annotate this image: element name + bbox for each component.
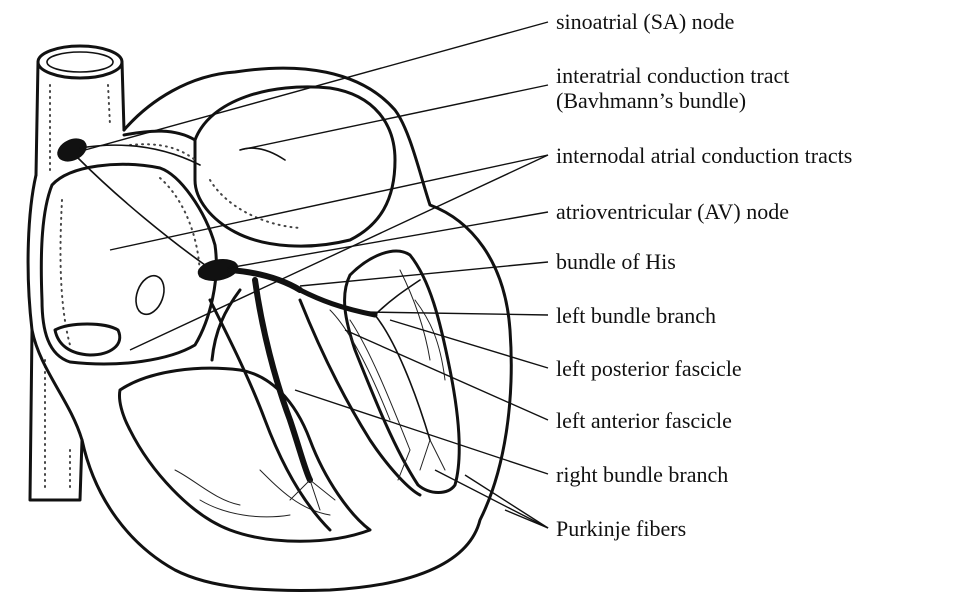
label-left-posterior-fascicle: left posterior fascicle <box>556 356 742 381</box>
atrial-roof <box>124 131 195 140</box>
vena-cava-opening <box>38 46 122 78</box>
leader-purkinje-3 <box>435 470 548 528</box>
leader-bundle-of-his <box>300 262 548 286</box>
label-purkinje-fibers: Purkinje fibers <box>556 516 686 541</box>
leader-av-node <box>228 212 548 268</box>
interatrial-tract-path <box>80 145 200 165</box>
leader-internodal-1 <box>110 155 548 250</box>
left-bundle-shape <box>300 290 375 315</box>
label-av-node: atrioventricular (AV) node <box>556 199 789 224</box>
label-left-anterior-fascicle: left anterior fascicle <box>556 408 732 433</box>
label-right-bundle-branch: right bundle branch <box>556 462 728 487</box>
leader-purkinje-1 <box>465 475 548 528</box>
label-sa-node: sinoatrial (SA) node <box>556 9 734 34</box>
heart-illustration <box>28 46 511 590</box>
sa-node-shape <box>54 135 90 166</box>
ivc-opening <box>55 324 120 355</box>
heart-outline <box>28 68 511 590</box>
ivc-stipple <box>45 360 70 490</box>
right-atrium <box>41 164 216 364</box>
left-atrium-stipple <box>210 180 300 228</box>
internodal-tract-path <box>78 158 205 265</box>
inferior-vena-cava <box>30 330 82 500</box>
label-internodal-tracts: internodal atrial conduction tracts <box>556 143 852 168</box>
pulmonary-vein <box>240 148 285 160</box>
vena-cava-lumen <box>47 52 113 72</box>
label-interatrial-tract: interatrial conduction tract <box>556 63 789 88</box>
leader-left-anterior <box>345 330 548 420</box>
septum-right-edge <box>210 300 330 530</box>
label-interatrial-tract-sub: (Bavhmann’s bundle) <box>556 88 746 113</box>
label-left-bundle-branch: left bundle branch <box>556 303 716 328</box>
label-bundle-of-his: bundle of His <box>556 249 676 274</box>
leader-sa-node <box>85 22 548 150</box>
coronary-sinus-opening <box>131 272 169 318</box>
left-ventricle <box>345 251 460 492</box>
leader-left-bundle <box>365 312 548 315</box>
labels: sinoatrial (SA) node interatrial conduct… <box>556 9 852 541</box>
right-atrium-stipple <box>60 178 200 345</box>
left-branch-fibers <box>330 310 410 450</box>
